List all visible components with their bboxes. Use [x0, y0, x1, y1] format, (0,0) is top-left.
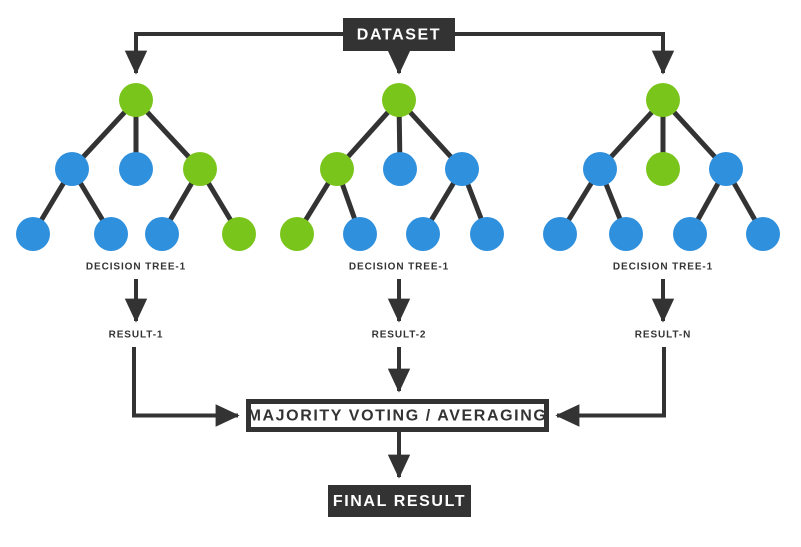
final-result-box-rect: [328, 485, 471, 517]
tree-3-label: DECISION TREE-1: [613, 262, 713, 273]
dataset-box-label: DATASET: [357, 27, 441, 44]
tree-1-mid-node-1: [55, 152, 89, 186]
tree-1-leaf-node-3: [145, 217, 179, 251]
tree-1-result-label: RESULT-1: [109, 330, 164, 341]
tree-2-leaf-node-3: [406, 217, 440, 251]
dataset-box: DATASET: [343, 18, 455, 51]
tree-1-leaf-node-1: [16, 217, 50, 251]
tree-2-mid-node-1: [320, 152, 354, 186]
tree-3-leaf-node-3: [673, 217, 707, 251]
tree-2-root-node: [382, 83, 416, 117]
tree-2-label: DECISION TREE-1: [349, 262, 449, 273]
final-result-box-label: FINAL RESULT: [333, 493, 466, 510]
tree-3-mid-node-1: [583, 152, 617, 186]
tree-3-leaf-node-1: [543, 217, 577, 251]
tree-1-label: DECISION TREE-1: [86, 262, 186, 273]
tree-2-leaf-node-1: [280, 217, 314, 251]
final-result-box: FINAL RESULT: [328, 485, 471, 517]
dataset-box-rect: [343, 18, 455, 51]
majority-voting-box-fill: [251, 404, 544, 427]
tree-2-mid-node-2: [383, 152, 417, 186]
majority-voting-box-label: MAJORITY VOTING / AVERAGING: [248, 408, 548, 425]
tree-3-mid-node-2: [646, 152, 680, 186]
tree-2-leaf-node-2: [343, 217, 377, 251]
tree-2-mid-node-3: [445, 152, 479, 186]
tree-1-mid-node-3: [183, 152, 217, 186]
tree-3-leaf-node-2: [609, 217, 643, 251]
tree-3-mid-node-3: [709, 152, 743, 186]
tree-3-root-node: [646, 83, 680, 117]
tree-layer: [16, 83, 780, 251]
tree-2-leaf-node-4: [470, 217, 504, 251]
tree-1-root-node: [119, 83, 153, 117]
connector-layer: [124, 32, 675, 479]
majority-voting-box: MAJORITY VOTING / AVERAGING: [246, 399, 549, 432]
tree-3-result-label: RESULT-N: [635, 330, 691, 341]
tree-2-result-label: RESULT-2: [372, 330, 427, 341]
tree-1-leaf-node-2: [94, 217, 128, 251]
tree-1-leaf-node-4: [222, 217, 256, 251]
tree-1-mid-node-2: [119, 152, 153, 186]
tree-3-leaf-node-4: [746, 217, 780, 251]
